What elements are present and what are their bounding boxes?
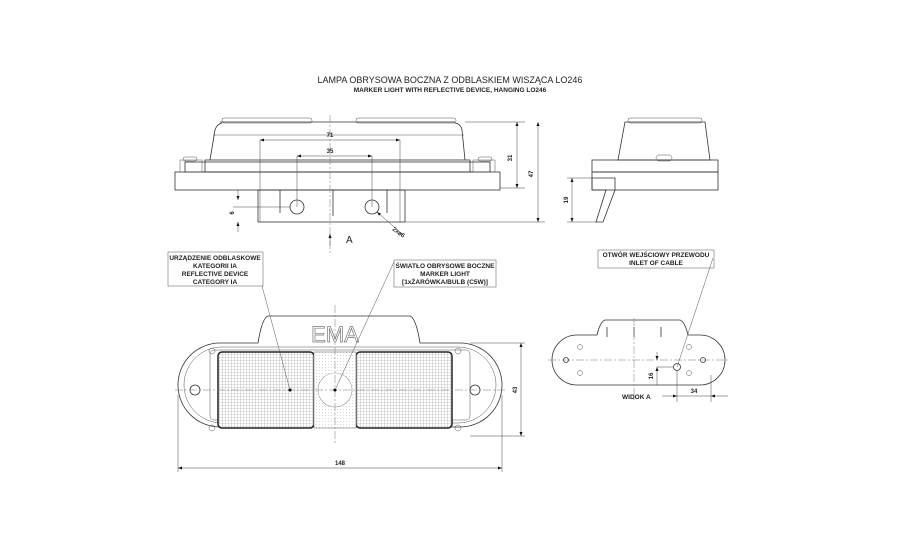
ema-logo: EMA — [311, 322, 359, 347]
dim-47: 47 — [529, 170, 535, 177]
svg-text:REFLECTIVE DEVICE: REFLECTIVE DEVICE — [182, 271, 249, 278]
title-line1: LAMPA OBRYSOWA BOCZNA Z ODBLASKIEM WISZĄ… — [318, 75, 583, 85]
dim-16: 16 — [649, 372, 655, 379]
dim-71: 71 — [327, 133, 334, 139]
svg-text:OTWÓR WEJŚCIOWY PRZEWODU: OTWÓR WEJŚCIOWY PRZEWODU — [603, 250, 710, 259]
front-view: 71 35 31 47 6 2x⌀6 A — [174, 115, 545, 255]
title-line2: MARKER LIGHT WITH REFLECTIVE DEVICE, HAN… — [354, 87, 547, 94]
dim-34: 34 — [691, 389, 698, 395]
dim-6: 6 — [230, 211, 236, 215]
svg-text:CATEGORY IA: CATEGORY IA — [193, 279, 238, 286]
dim-43: 43 — [513, 386, 519, 393]
dim-holes: 2x⌀6 — [391, 227, 406, 240]
view-a-label: WIDOK A — [622, 394, 651, 401]
callout-cable-inlet: OTWÓR WEJŚCIOWY PRZEWODU INLET OF CABLE — [597, 249, 715, 368]
svg-text:INLET OF CABLE: INLET OF CABLE — [629, 260, 683, 267]
svg-text:URZĄDZENIE ODBLASKOWE: URZĄDZENIE ODBLASKOWE — [169, 255, 261, 262]
side-view: 19 — [564, 117, 719, 223]
callout-reflector: URZĄDZENIE ODBLASKOWE KATEGORII IA REFLE… — [167, 251, 291, 391]
svg-text:ŚWIATŁO OBRYSOWE BOCZNE: ŚWIATŁO OBRYSOWE BOCZNE — [396, 261, 496, 270]
dim-35: 35 — [327, 149, 334, 155]
view-marker: A — [346, 235, 353, 246]
view-a: 16 34 WIDOK A — [548, 318, 728, 402]
dim-31: 31 — [508, 154, 514, 161]
dim-148: 148 — [335, 461, 346, 467]
svg-text:MARKER LIGHT: MARKER LIGHT — [420, 271, 470, 278]
svg-text:[1xŻARÓWKA/BULB (C5W)]: [1xŻARÓWKA/BULB (C5W)] — [402, 277, 488, 286]
svg-text:KATEGORII IA: KATEGORII IA — [193, 263, 237, 270]
callout-marker-light: ŚWIATŁO OBRYSOWE BOCZNE MARKER LIGHT [1x… — [334, 259, 497, 391]
dim-19: 19 — [564, 196, 570, 203]
lamp-face-view: EMA 43 148 — [175, 305, 525, 472]
